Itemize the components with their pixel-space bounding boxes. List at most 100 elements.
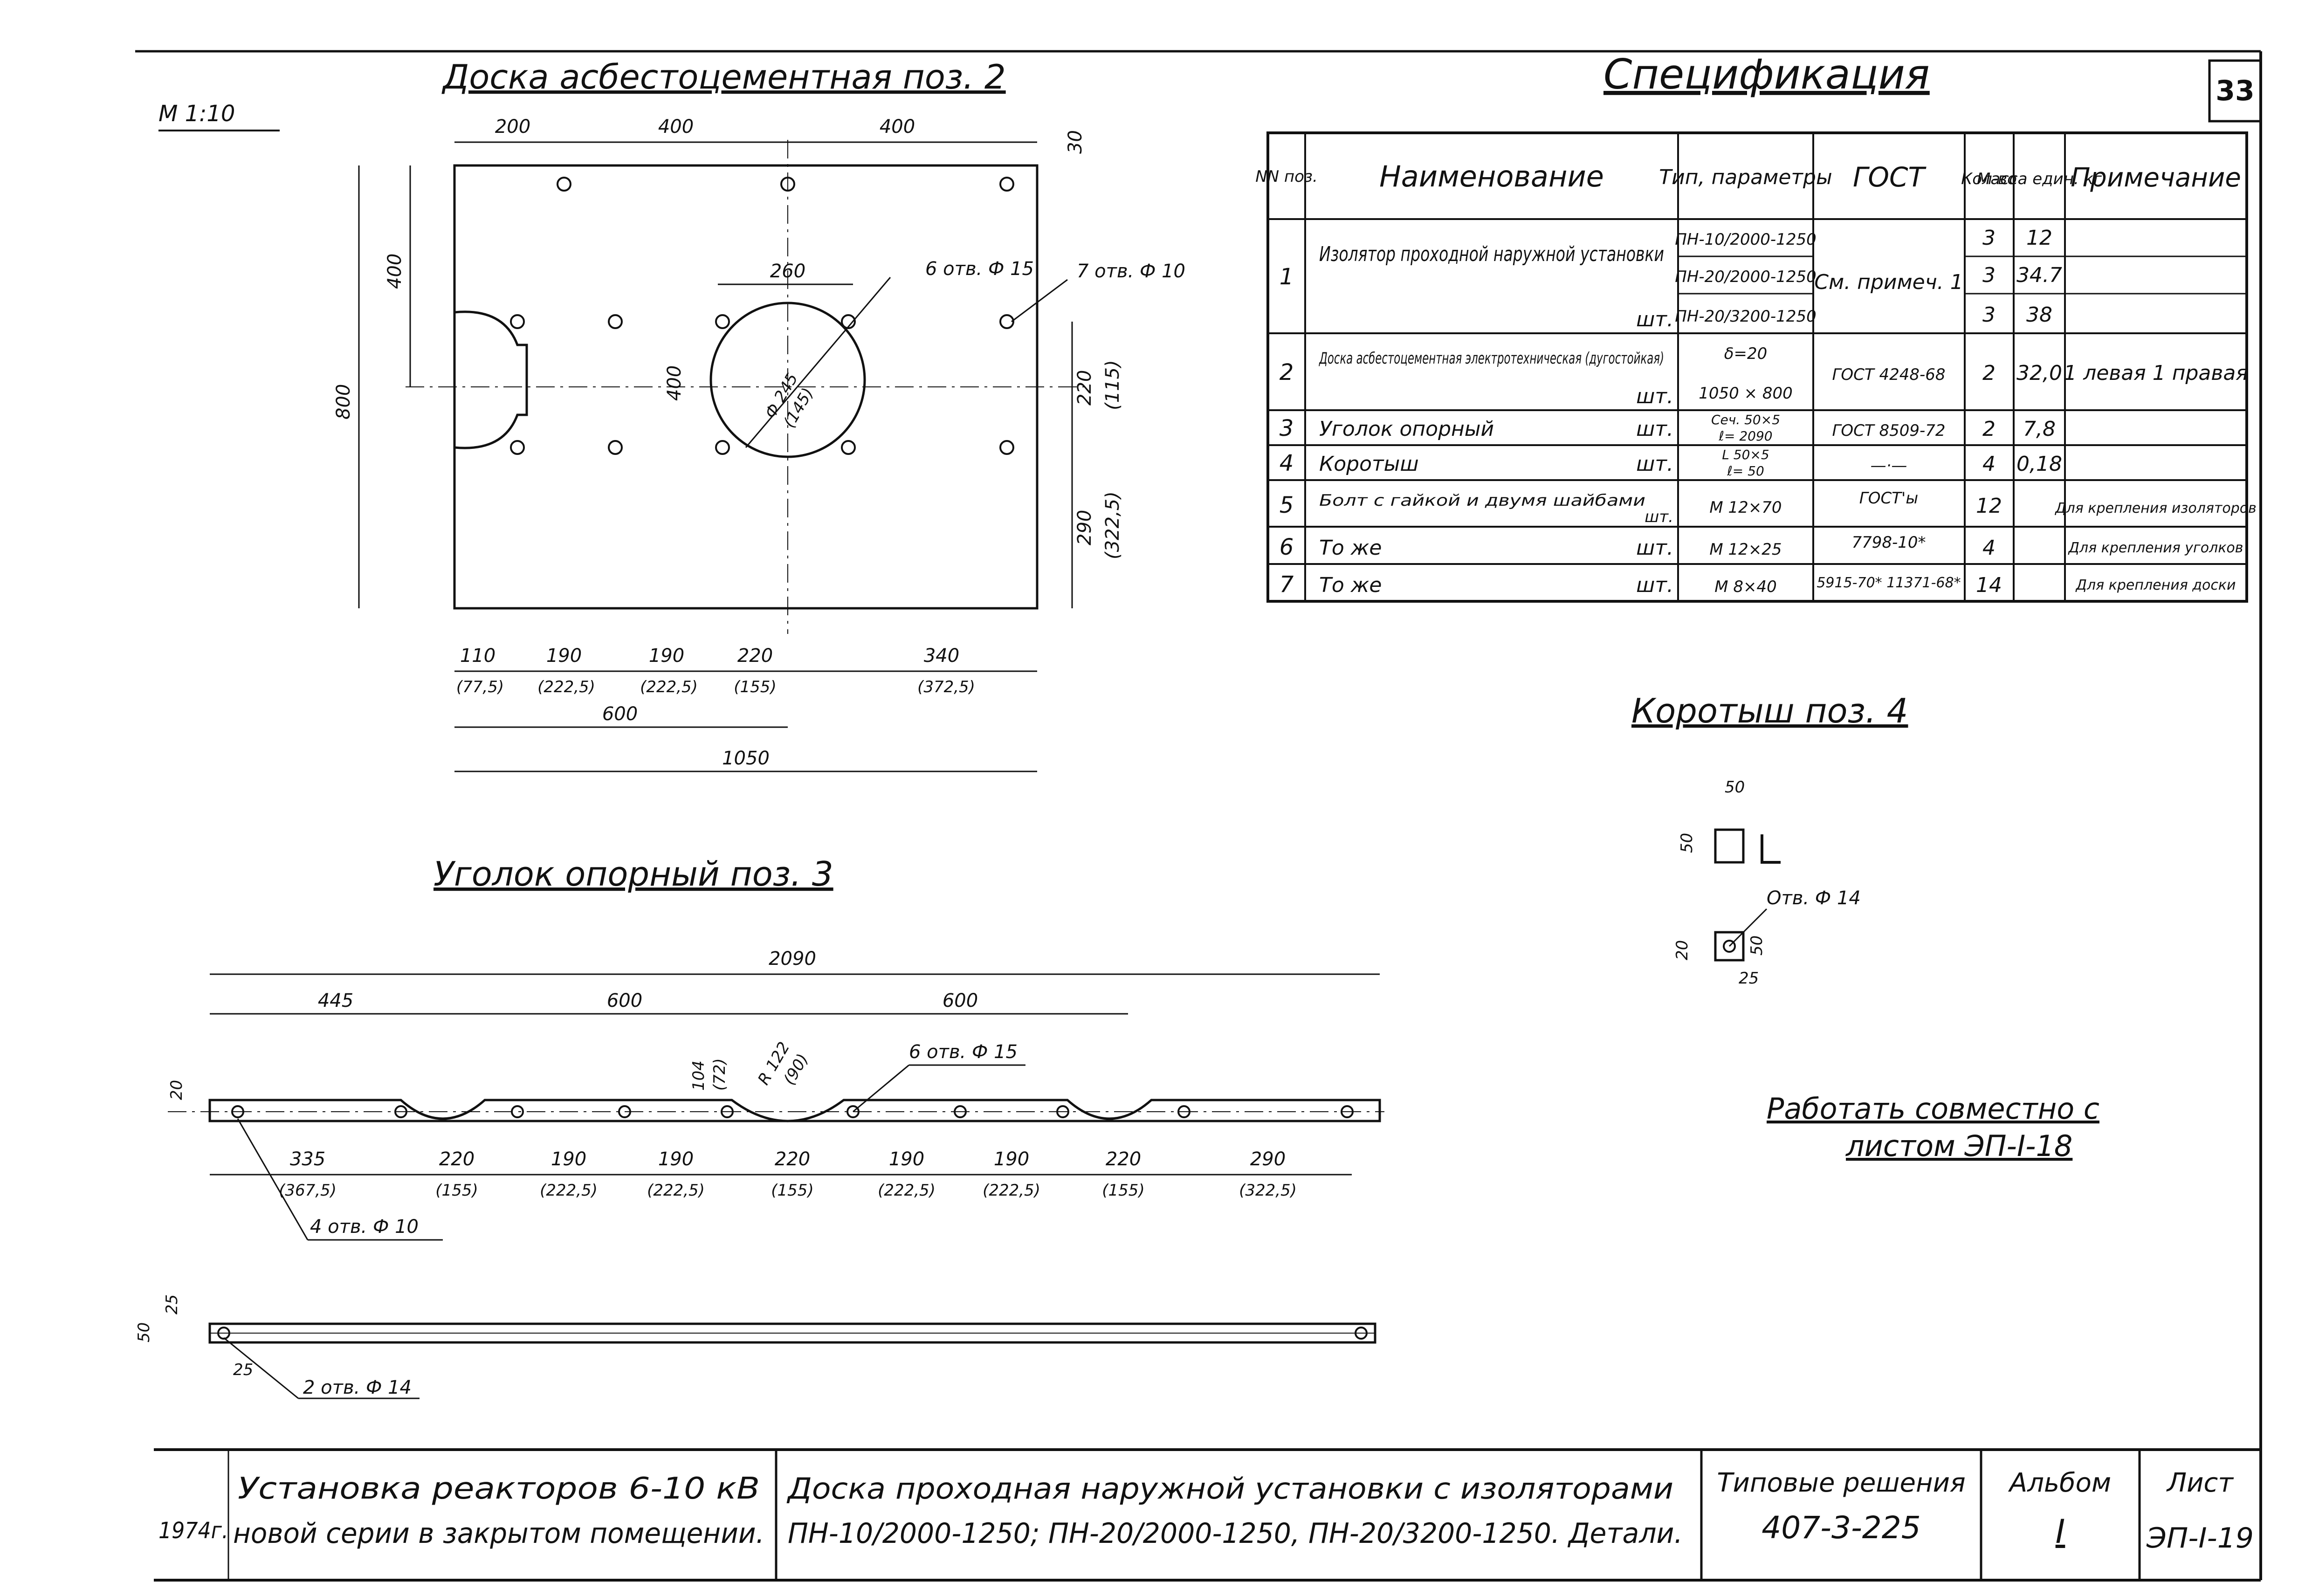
angle-holes [231, 1105, 1354, 1118]
spec-gost: ГОСТ 8509-72 [1832, 421, 1945, 440]
spec-qty: 4 [1982, 452, 1995, 476]
spec-header-type: Тип, параметры [1659, 165, 1832, 189]
angle-bottom-paren-7: (222,5) [983, 1181, 1040, 1200]
spec-name: Уголок опорный [1319, 417, 1494, 441]
spec-gost: См. примеч. 1 [1814, 270, 1963, 294]
stamp-series-value: 407-3-225 [1762, 1510, 1921, 1546]
spec-gost: —·— [1871, 456, 1907, 475]
angle-hole [954, 1105, 967, 1118]
angle-hole [721, 1105, 734, 1118]
spec-name: Изолятор проходной наружной установки [1319, 242, 1664, 266]
scale-label: М 1:10 [158, 101, 235, 127]
korotysh-callout-leader [1728, 908, 1768, 947]
board-dim-1050: 1050 [722, 748, 770, 769]
angle-height-dim: 20 [167, 1080, 186, 1100]
board-hole [715, 440, 730, 455]
spec-unit: шт. [1636, 573, 1673, 597]
board-outline [453, 164, 1039, 610]
angle-hole [1056, 1105, 1069, 1118]
board-holes [510, 177, 1014, 455]
board-top-dim-1: 200 [495, 116, 530, 138]
spec-name: То же [1319, 536, 1382, 560]
spec-unit: шт. [1636, 536, 1673, 560]
spec-pos: 1 [1280, 264, 1294, 290]
board-hole [557, 177, 571, 192]
spec-table-frame [1266, 131, 2248, 603]
board-callout-leader-15 [745, 277, 891, 448]
stamp-sheet-value: ЭП-I-19 [2146, 1522, 2254, 1555]
spec-row-2: 2 Доска асбестоцементная электротехничес… [1280, 344, 2248, 408]
angle-side-dim-1: 50 [135, 1322, 153, 1342]
angle-profile [208, 1099, 1381, 1122]
spec-mass: 34.7 [2016, 263, 2062, 287]
stamp-album-label: Альбом [2008, 1468, 2111, 1498]
angle-bottom-dim-1: 335 [290, 1149, 325, 1170]
spec-type: ПН-10/2000-1250 [1675, 230, 1816, 249]
spec-unit: шт. [1636, 385, 1673, 408]
spec-grid [1268, 133, 2247, 601]
stamp-year: 1974г. [158, 1518, 228, 1544]
angle-bottom-paren-3: (222,5) [540, 1181, 598, 1200]
board-bottom-paren-1: (77,5) [456, 678, 504, 696]
angle-bottom-paren-4: (222,5) [647, 1181, 705, 1200]
spec-row-5: 5 Болт с гайкой и двумя шайбами шт. М 12… [1280, 489, 2257, 526]
board-hole [510, 440, 525, 455]
board-right-dim-3: 290 [1074, 510, 1095, 545]
board-callout-leader-10 [1011, 279, 1068, 323]
board-hole [510, 314, 525, 329]
angle-top-dim-2: 600 [607, 990, 642, 1011]
spec-unit: шт. [1636, 308, 1673, 331]
angle-bottom-dim-6: 190 [889, 1149, 924, 1170]
spec-pos: 6 [1280, 534, 1294, 560]
angle-side-hole [1355, 1327, 1368, 1340]
angle-bottom-dim-2: 220 [439, 1149, 475, 1170]
angle-bottom-dim-7: 190 [994, 1149, 1029, 1170]
spec-name: То же [1319, 573, 1382, 597]
board-hole [999, 314, 1014, 329]
spec-type: 1050 × 800 [1699, 384, 1793, 403]
spec-qty: 12 [1976, 494, 2002, 518]
spec-pos: 3 [1280, 415, 1294, 441]
korotysh-front-view [1714, 828, 1745, 864]
spec-row-1: 1 Изолятор проходной наружной установки … [1280, 226, 2062, 331]
spec-qty: 4 [1982, 536, 1995, 560]
board-center-dim-400: 400 [664, 365, 685, 401]
angle-bottom-paren-9: (322,5) [1239, 1181, 1297, 1200]
board-bottom-dim-1: 110 [460, 645, 495, 667]
spec-type: Сеч. 50×5 [1711, 412, 1780, 427]
spec-note: Для крепления доски [2075, 577, 2236, 593]
spec-row-7: 7 То же шт. М 8×40 5915-70* 11371-68* 14… [1280, 571, 2236, 598]
angle-hole [511, 1105, 524, 1118]
korotysh-top-view [1714, 931, 1745, 962]
stamp-drawing-line1: Доска проходная наружной установки с изо… [786, 1472, 1673, 1506]
spec-pos: 4 [1280, 450, 1294, 476]
angle-callout-holes-10: 4 отв. Ф 10 [310, 1216, 419, 1238]
spec-note: 1 левая 1 правая [2064, 361, 2248, 385]
spec-type: ℓ= 2090 [1718, 428, 1772, 444]
angle-top-dim-3: 600 [943, 990, 978, 1011]
board-bottom-paren-5: (372,5) [917, 678, 975, 696]
board-left-dim-800: 800 [333, 384, 354, 420]
spec-title: Спецификация [1603, 50, 1930, 98]
board-top-dim-2: 400 [658, 116, 694, 138]
spec-note: Для крепления изоляторов [2054, 500, 2257, 516]
spec-name: Доска асбестоцементная электротехническа… [1319, 349, 1664, 368]
spec-qty: 2 [1982, 417, 1995, 441]
stamp-project-line2: новой серии в закрытом помещении. [233, 1517, 764, 1550]
board-right-dim-4: (322,5) [1102, 491, 1123, 559]
board-bottom-dim-4: 220 [737, 645, 773, 667]
spec-gost: 7798-10* [1851, 533, 1926, 552]
board-right-dim-1: 220 [1074, 370, 1095, 406]
spec-type: ℓ= 50 [1727, 463, 1764, 479]
angle-side-hole [217, 1327, 230, 1340]
spec-qty: 3 [1982, 303, 1995, 327]
spec-type: L 50×5 [1722, 447, 1769, 462]
spec-mass: 0,18 [2016, 452, 2062, 476]
korotysh-dim-5: 25 [1739, 969, 1759, 988]
spec-qty: 3 [1982, 226, 1995, 250]
title-stamp: 1974г. Установка реакторов 6-10 кВ новой… [154, 1448, 2261, 1580]
korotysh-dim-2: 50 [1678, 833, 1696, 853]
board-left-dim-400: 400 [384, 254, 406, 289]
angle-notch-dim-1: 104 [689, 1060, 708, 1091]
spec-unit: шт. [1645, 508, 1673, 526]
